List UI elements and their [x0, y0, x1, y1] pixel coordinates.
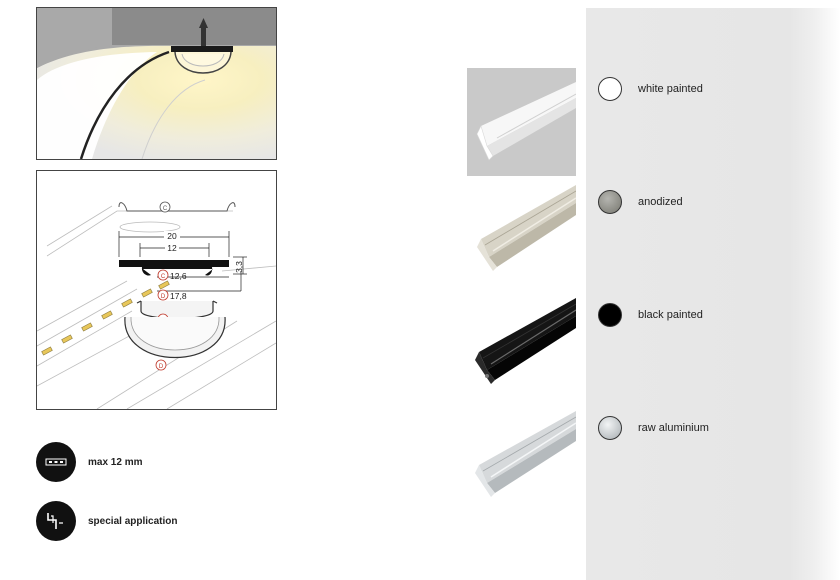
led-strip-icon	[36, 442, 76, 482]
finish-option-white-painted: white painted	[598, 77, 703, 101]
marker-cover-c	[157, 269, 169, 281]
finish-option-anodized: anodized	[598, 190, 683, 214]
dimension-cover-c: 12,6	[170, 271, 187, 281]
marker-cover-d	[157, 289, 169, 301]
swatch-black-painted	[598, 303, 622, 327]
corner-profile-icon	[36, 501, 76, 541]
dimension-cover-d: 17,8	[170, 291, 187, 301]
product-photo-black-painted	[467, 294, 577, 402]
feature-label: special application	[88, 515, 178, 527]
finish-label: white painted	[638, 83, 703, 95]
product-photo-anodized	[467, 181, 577, 289]
dimension-width-outer: 20	[167, 231, 177, 241]
installation-illustration	[36, 7, 277, 160]
feature-special-application: special application	[36, 501, 177, 541]
swatch-anodized	[598, 190, 622, 214]
feature-max-width: max 12 mm	[36, 442, 142, 482]
finish-label: anodized	[638, 196, 683, 208]
installation-drawing	[37, 8, 276, 159]
marker-cover-top	[159, 201, 171, 213]
finish-option-black-painted: black painted	[598, 303, 703, 327]
swatch-white-painted	[598, 77, 622, 101]
feature-label: max 12 mm	[88, 456, 143, 468]
marker-cover-c-label: C	[161, 274, 166, 280]
marker-cover-top-label: C	[163, 206, 168, 212]
finish-label: black painted	[638, 309, 703, 321]
cross-section-drawing: C 20 12 3,3 C 12,6 D 17,8	[36, 170, 277, 410]
finish-label: raw aluminium	[638, 422, 709, 434]
marker-cover-d-bottom-label: D	[159, 364, 164, 370]
dimension-width-inner: 12	[167, 243, 177, 253]
product-photo-raw-aluminium	[467, 407, 577, 515]
marker-cover-d-bottom	[155, 359, 167, 371]
finish-options-panel	[586, 8, 840, 580]
product-photo-white-painted	[467, 68, 577, 176]
technical-drawing: C 20 12 3,3 C 12,6 D 17,8	[37, 201, 276, 409]
dimension-height: 3,3	[234, 261, 244, 273]
marker-cover-d-label: D	[161, 294, 166, 300]
finish-option-raw-aluminium: raw aluminium	[598, 416, 709, 440]
swatch-raw-aluminium	[598, 416, 622, 440]
